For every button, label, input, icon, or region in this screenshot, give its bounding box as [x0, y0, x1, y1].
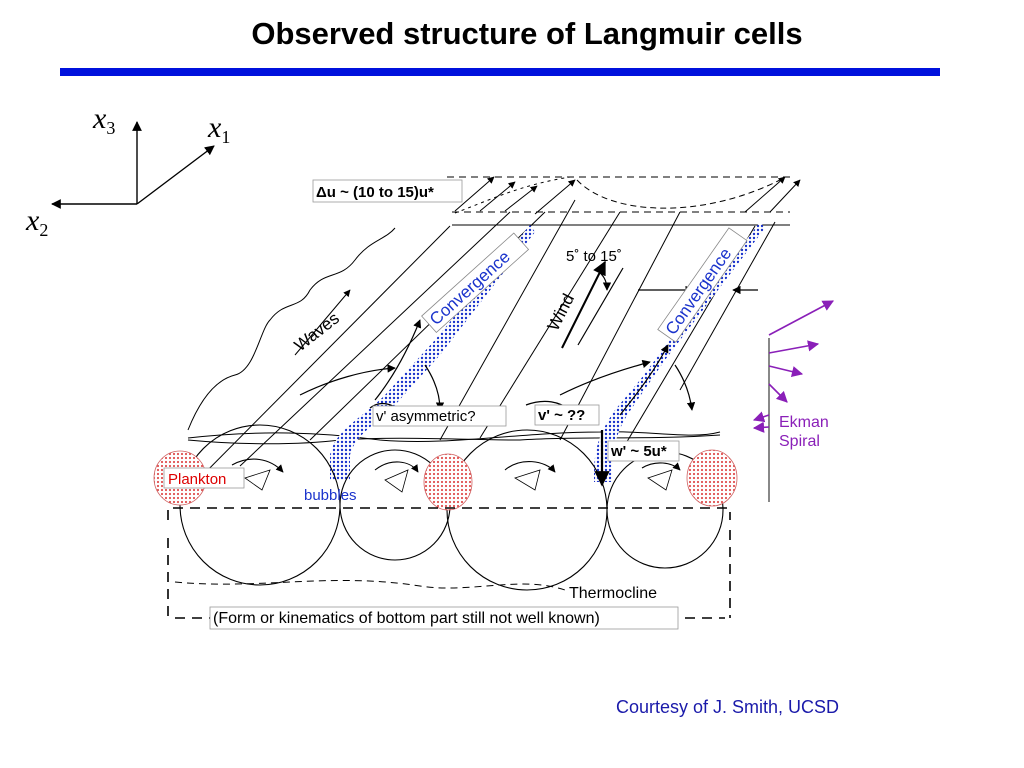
thermocline-label: Thermocline — [569, 585, 657, 602]
x1-axis-arrow — [136, 145, 215, 205]
plankton-label: Plankton — [168, 471, 226, 488]
cell-wedges — [244, 469, 673, 493]
w-prime-box — [607, 440, 680, 462]
v-asym-box — [372, 405, 507, 427]
ekman-label-line2: Spiral — [779, 433, 820, 450]
cell-1 — [179, 424, 341, 586]
bubbles-label: bubbles — [304, 487, 357, 504]
v-asym-label: v' asymmetric? — [376, 408, 476, 425]
bottom-note-label: (Form or kinematics of bottom part still… — [213, 610, 600, 627]
x1-axis-label: x1 — [207, 111, 230, 147]
plankton-patch-2 — [423, 453, 473, 511]
angle-label: 5˚ to 15˚ — [566, 248, 622, 265]
convergence-right-label: Convergence — [662, 245, 736, 339]
w-prime-label: w' ~ 5u* — [610, 443, 667, 460]
x3-axis-label: x3 — [92, 102, 115, 138]
thermocline-box-bg — [566, 583, 678, 603]
convergence-left-label: Convergence — [426, 247, 514, 329]
delta-u-label: Δu ~ (10 to 15)u* — [316, 184, 434, 201]
credit-line: Courtesy of J. Smith, UCSD — [616, 697, 840, 717]
ekman-label-line1: Ekman — [779, 414, 829, 431]
ekman-spiral — [752, 300, 834, 502]
plankton-patches — [153, 449, 738, 511]
cell-3 — [446, 429, 608, 591]
v-unknown-box — [534, 404, 600, 426]
convergence-left-tag: Convergence — [421, 232, 530, 333]
x2-axis-label: x2 — [25, 204, 48, 240]
delta-u-box — [312, 179, 463, 203]
wave-surface — [187, 227, 721, 445]
surface-streaks — [179, 176, 801, 499]
plankton-box — [163, 467, 245, 489]
title-underline-bar — [60, 68, 940, 76]
convergence-right-tag: Convergence — [657, 227, 748, 343]
coordinate-axes — [51, 121, 215, 209]
v-unknown-label: v' ~ ?? — [538, 407, 585, 424]
bottom-note-box — [209, 606, 679, 630]
slide-title: Observed structure of Langmuir cells — [251, 16, 803, 51]
plankton-patch-3 — [686, 449, 738, 507]
waves-label: Waves — [291, 309, 343, 356]
